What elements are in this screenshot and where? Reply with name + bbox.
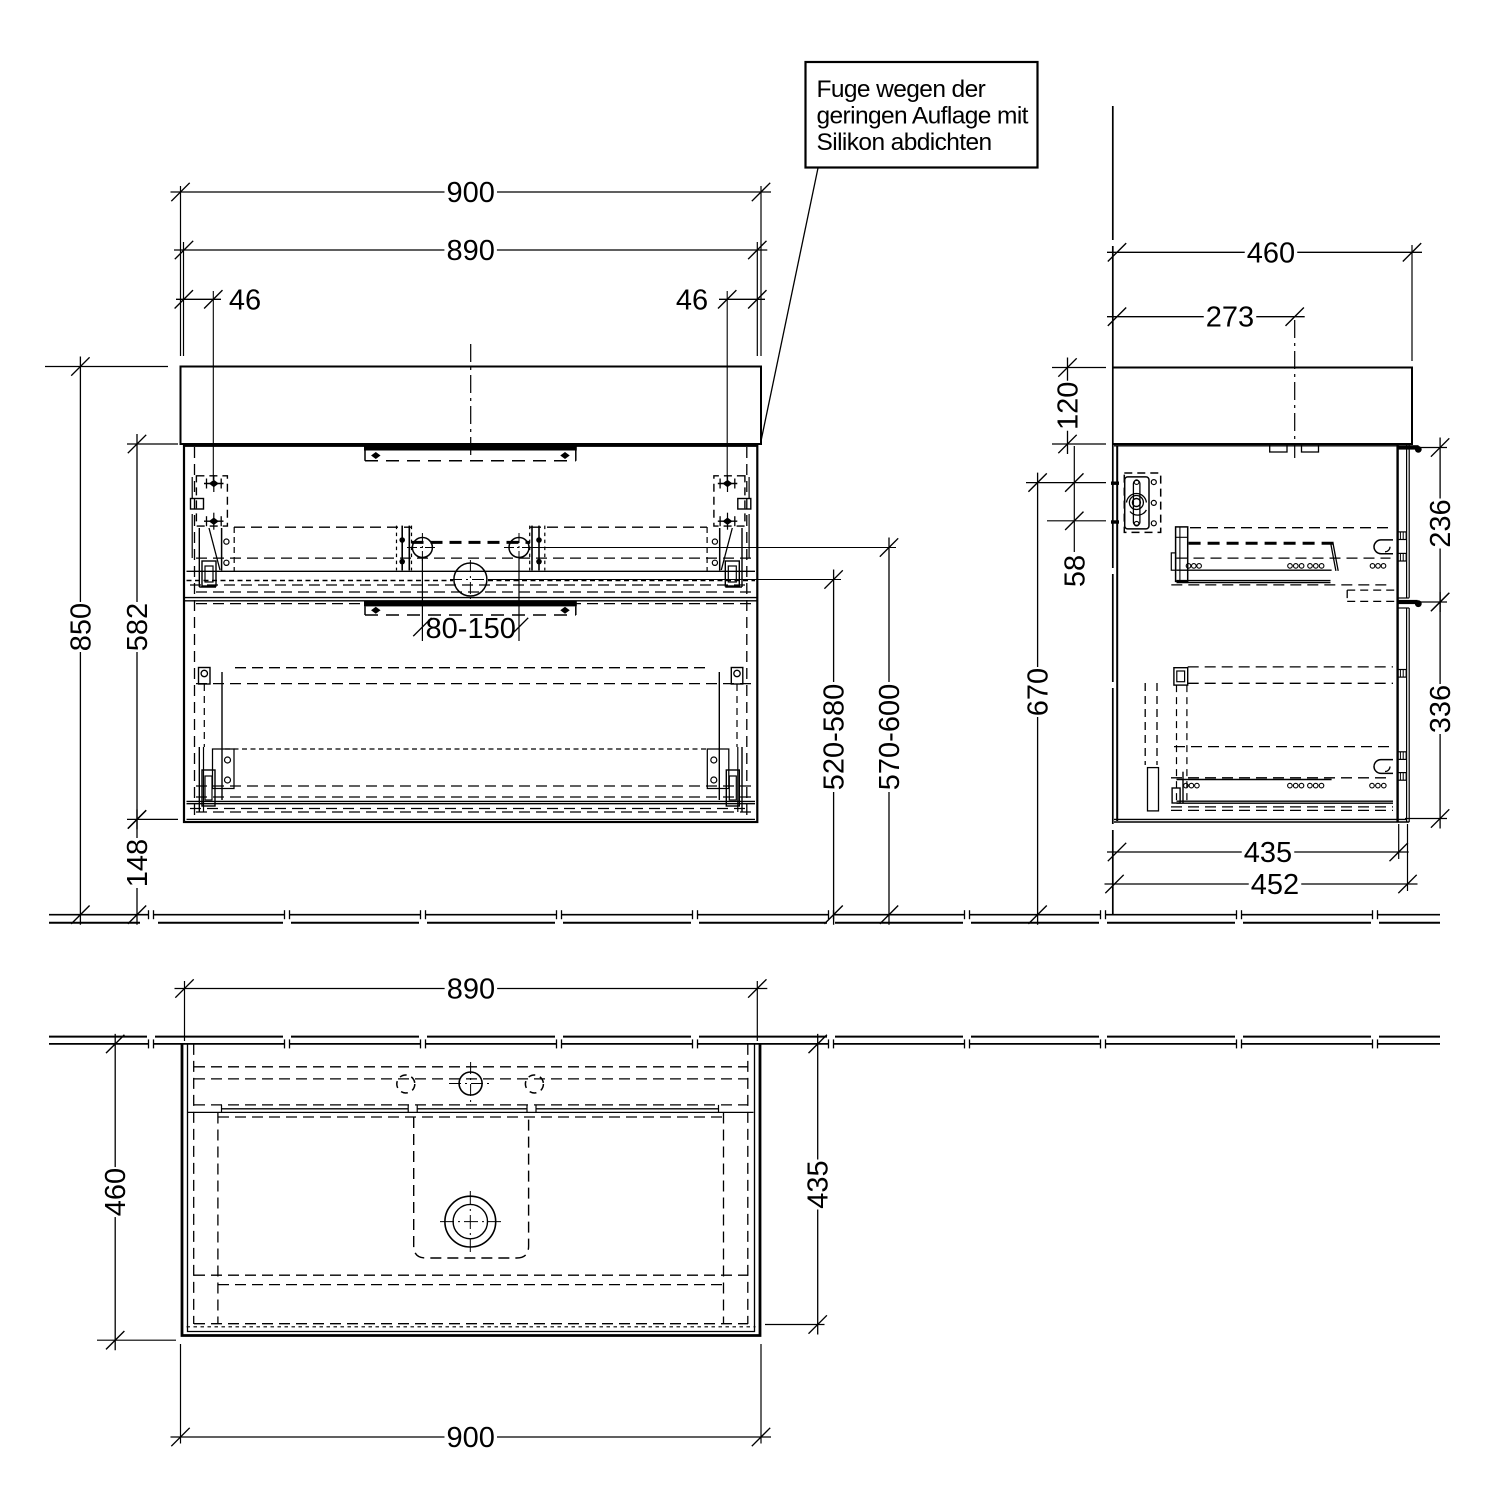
svg-text:120: 120: [1053, 382, 1085, 430]
svg-text:46: 46: [229, 284, 261, 316]
svg-text:520-580: 520-580: [819, 684, 851, 790]
svg-text:148: 148: [122, 839, 154, 887]
svg-text:435: 435: [1244, 837, 1292, 869]
svg-text:900: 900: [447, 177, 495, 209]
svg-text:46: 46: [676, 284, 708, 316]
svg-text:452: 452: [1251, 869, 1299, 901]
svg-text:670: 670: [1023, 668, 1055, 716]
svg-text:582: 582: [122, 603, 154, 651]
svg-text:890: 890: [446, 235, 494, 267]
svg-text:900: 900: [447, 1422, 495, 1454]
svg-text:890: 890: [447, 974, 495, 1006]
svg-text:336: 336: [1425, 685, 1457, 733]
svg-text:850: 850: [65, 603, 97, 651]
svg-text:236: 236: [1425, 499, 1457, 547]
svg-text:570-600: 570-600: [874, 684, 906, 790]
svg-text:460: 460: [100, 1168, 132, 1216]
svg-text:58: 58: [1059, 555, 1091, 587]
svg-text:273: 273: [1206, 302, 1254, 334]
svg-text:80-150: 80-150: [426, 613, 516, 645]
svg-text:Fuge wegen der: Fuge wegen der: [817, 76, 986, 103]
svg-text:460: 460: [1247, 237, 1295, 269]
svg-text:geringen Auflage mit: geringen Auflage mit: [817, 103, 1029, 130]
svg-text:435: 435: [803, 1160, 835, 1208]
svg-text:Silikon abdichten: Silikon abdichten: [817, 129, 992, 156]
